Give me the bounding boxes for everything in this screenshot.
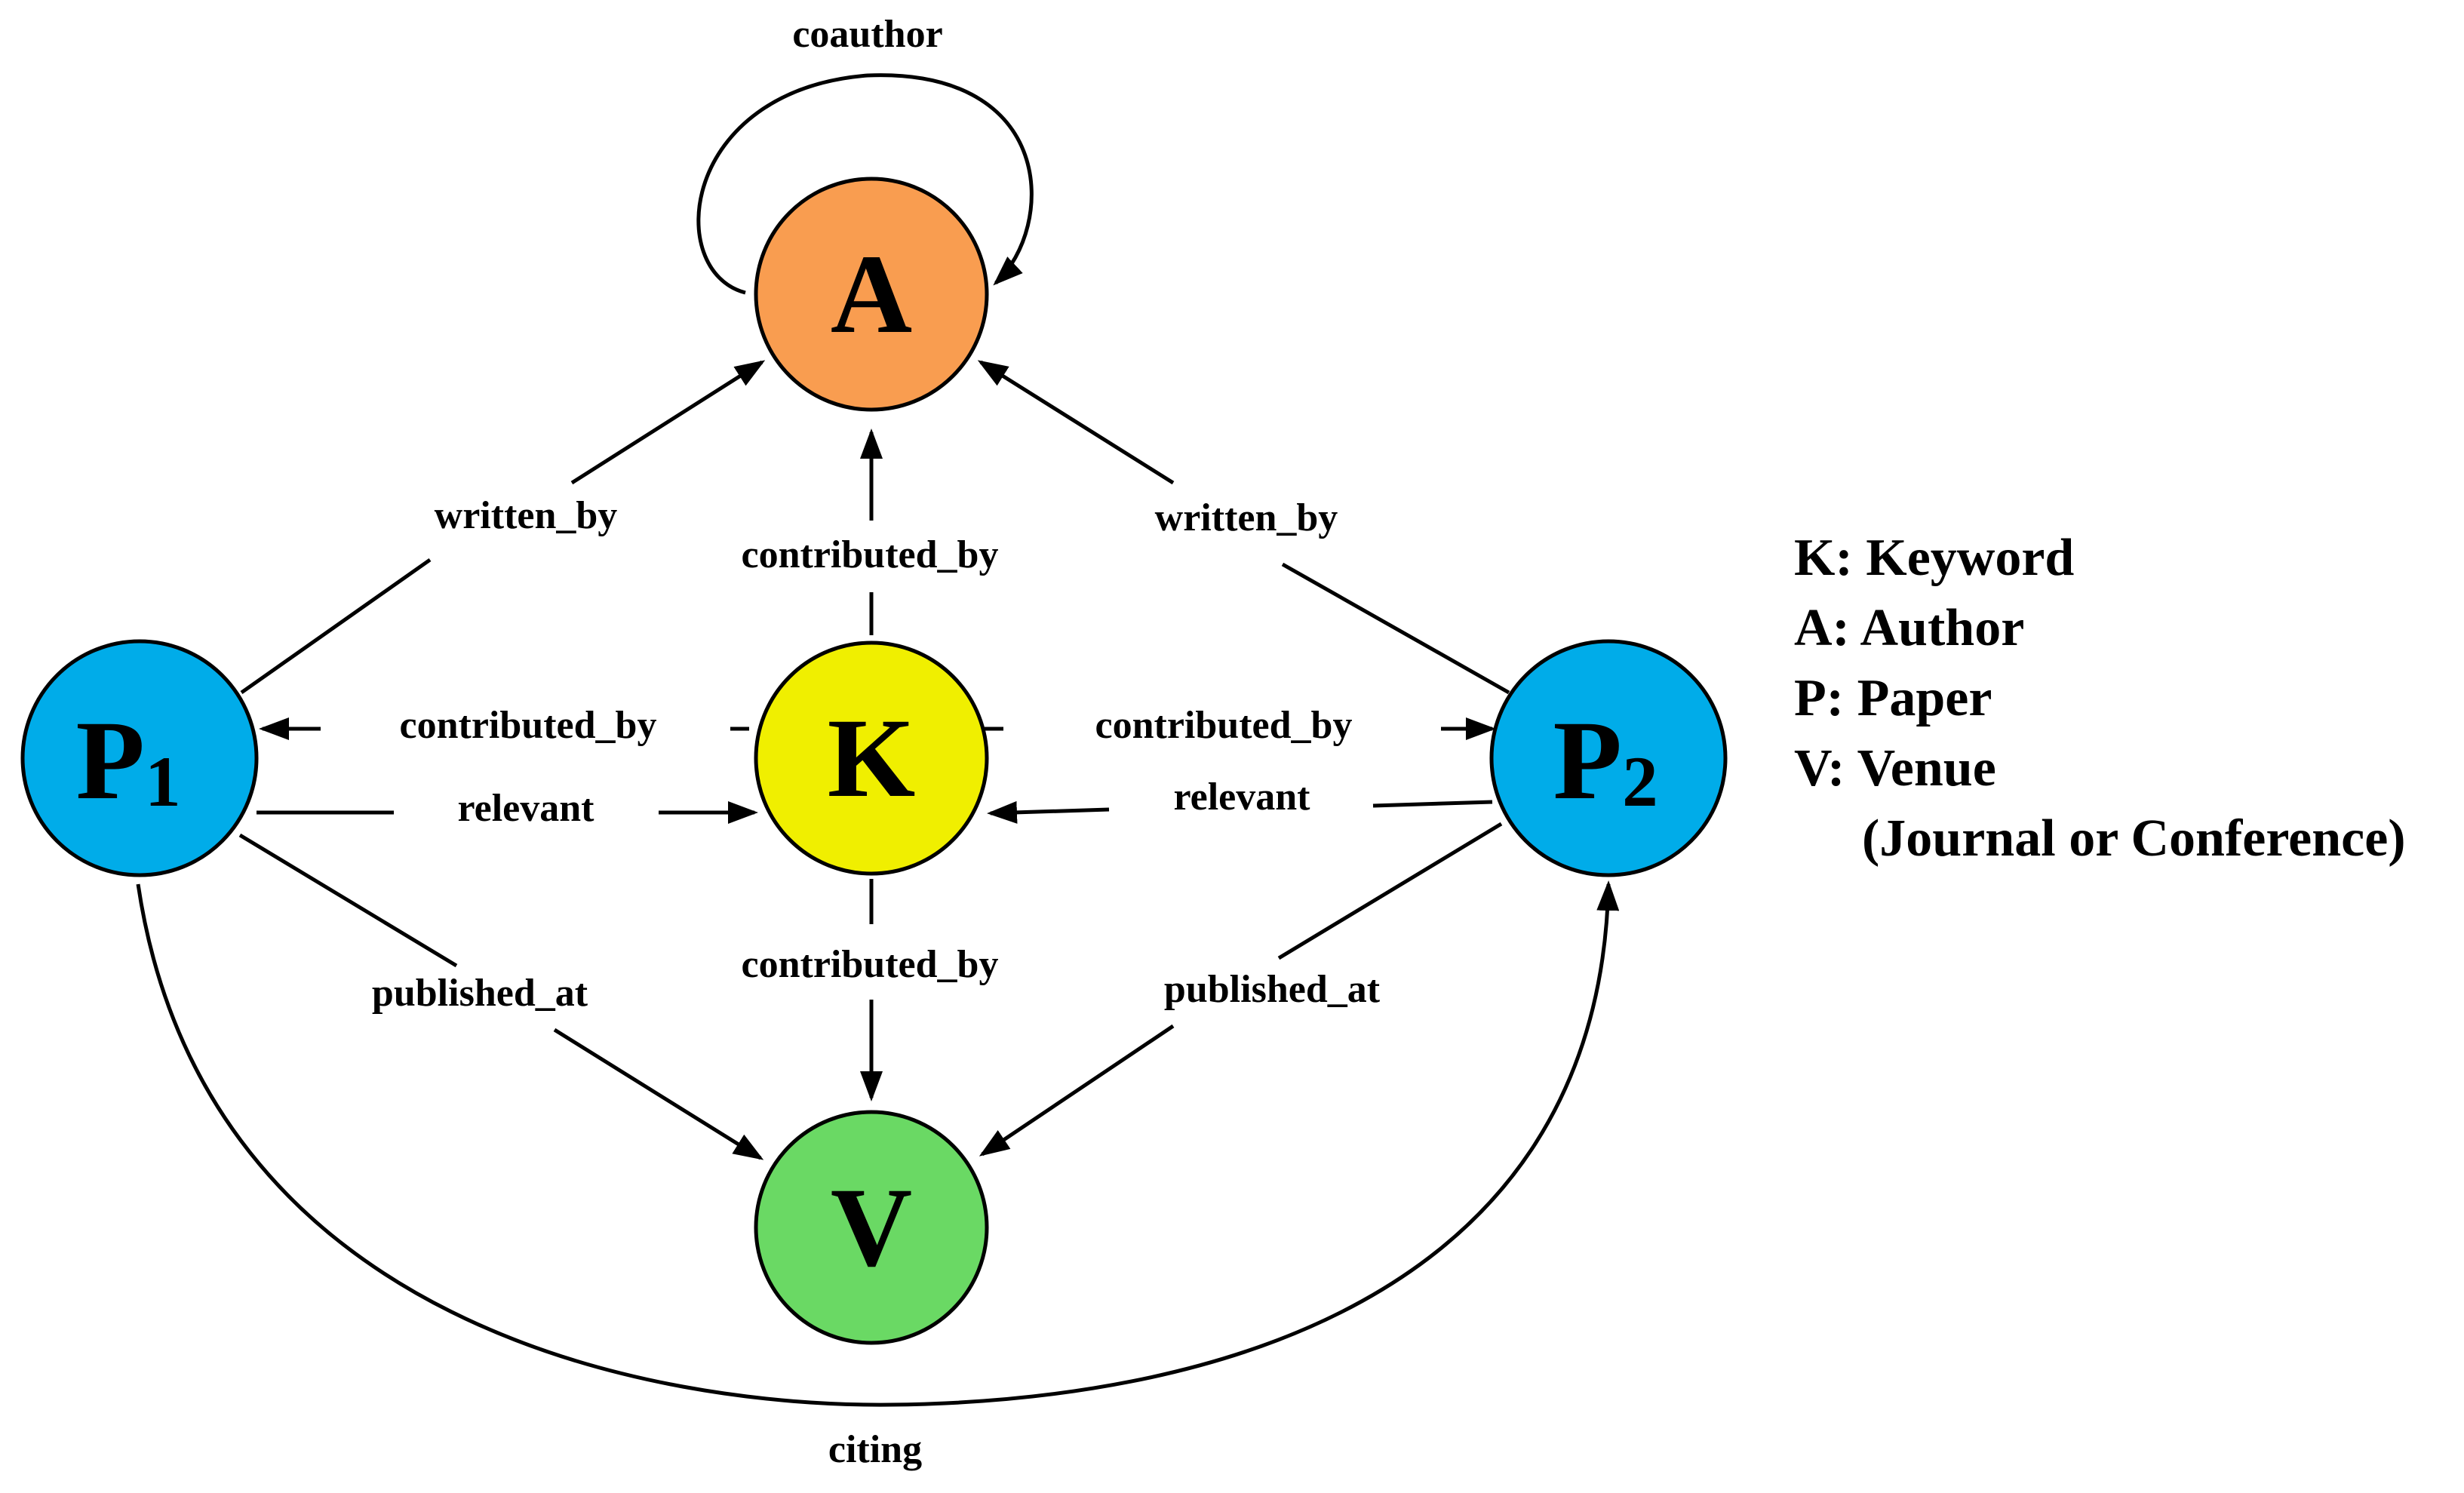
p1-written-by-label: written_by [435, 494, 618, 537]
venue-node: V [754, 1110, 989, 1345]
paper1-node-label: P1 [75, 698, 180, 823]
p2-published-at-edge [1277, 822, 1503, 960]
p1-published-at-label: published_at [372, 972, 588, 1015]
keyword-node-circle [754, 641, 989, 876]
keyword-node-label: K [828, 696, 916, 821]
legend-item-venue: V: Venue [1794, 739, 1996, 797]
legend-item-keyword: K: Keyword [1794, 529, 2074, 587]
p2-published-at-label: published_at [1164, 968, 1381, 1011]
venue-node-label: V [831, 1165, 912, 1290]
paper2-node-circle [1489, 639, 1728, 877]
p1-written-by-edge-arrow [570, 360, 766, 485]
paper2-node: P2 [1489, 639, 1728, 877]
citing-label: citing [828, 1428, 922, 1471]
citing-edge [136, 880, 1620, 1407]
paper1-node-circle [20, 639, 259, 877]
author-node: A [754, 177, 989, 412]
p2-relevant-edge-arrow [987, 800, 1110, 824]
p2-relevant-edge [1372, 800, 1493, 808]
p1-written-by-edge [240, 558, 432, 695]
paper2-letter: P [1553, 698, 1622, 823]
p2-written-by-edge [1281, 562, 1510, 695]
paper1-node: P1 [20, 639, 259, 877]
coauthor-edge [696, 73, 1034, 295]
p2-published-at-edge-arrow [979, 1024, 1175, 1157]
paper1-letter: P [75, 698, 145, 823]
legend-item-paper: P: Paper [1794, 669, 1992, 727]
author-node-circle [754, 177, 989, 412]
venue-node-circle [754, 1110, 989, 1345]
p1-published-at-edge-arrow [553, 1028, 764, 1160]
author-node-label: A [831, 232, 912, 357]
legend-item-venue-detail: (Journal or Conference) [1862, 809, 2406, 868]
k-contributed-by-a-label: contributed_by [742, 533, 999, 576]
keyword-node: K [754, 641, 989, 876]
paper2-node-label: P2 [1553, 698, 1658, 823]
k-contributed-by-p1-label: contributed_by [400, 704, 657, 747]
p1-published-at-edge [238, 833, 458, 968]
k-contributed-by-p2-label: contributed_by [1095, 704, 1353, 747]
p2-written-by-edge-arrow [977, 360, 1175, 485]
p2-relevant-label: relevant [1174, 776, 1311, 819]
p1-relevant-label: relevant [458, 787, 595, 830]
k-contributed-by-v-label: contributed_by [742, 943, 999, 986]
coauthor-label: coauthor [792, 13, 942, 56]
legend: K: Keyword A: Author P: Paper V: Venue (… [1794, 529, 2406, 868]
paper2-subscript: 2 [1622, 742, 1658, 822]
paper1-subscript: 1 [145, 742, 181, 822]
p2-written-by-label: written_by [1155, 496, 1338, 539]
legend-item-author: A: Author [1794, 599, 2024, 657]
